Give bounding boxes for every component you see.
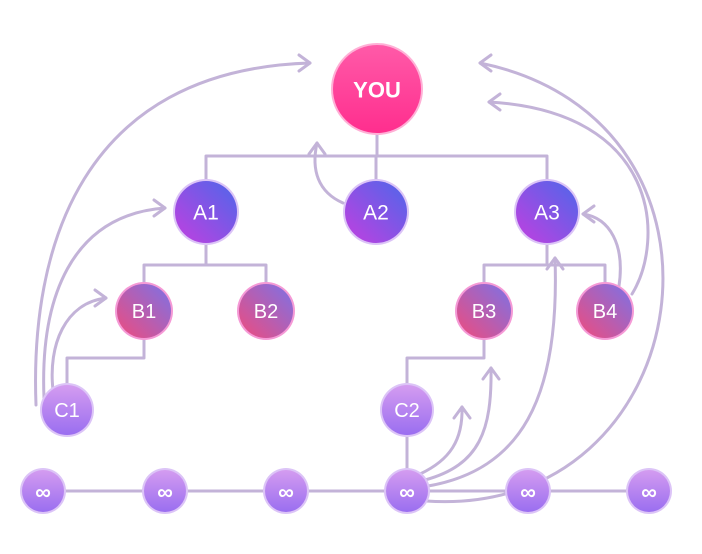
node-label: B1 [132, 301, 156, 323]
node-label: YOU [353, 78, 401, 103]
node-b1[interactable]: B1 [115, 282, 173, 340]
infinity-icon: ∞ [35, 480, 51, 505]
node-c2[interactable]: C2 [380, 383, 434, 437]
node-inf2[interactable]: ∞ [142, 468, 188, 514]
arrowhead-icon-c1-b1 [93, 288, 108, 308]
tree-edge-a3-b3 [482, 241, 549, 286]
node-a2[interactable]: A2 [343, 179, 409, 245]
node-a1[interactable]: A1 [173, 179, 239, 245]
arrowhead-icon-inf4-a3 [545, 256, 565, 271]
referral-arrow-inf4-c2 [418, 405, 464, 476]
node-circle [117, 284, 171, 338]
node-a3[interactable]: A3 [514, 179, 580, 245]
node-label: C2 [394, 400, 420, 422]
node-b3[interactable]: B3 [455, 282, 513, 340]
arrowhead-icon-c1-you [297, 53, 312, 73]
node-label: A3 [534, 202, 560, 225]
infinity-icon: ∞ [399, 480, 415, 505]
referral-arrow-c1-you [34, 61, 312, 407]
node-label: B4 [593, 301, 617, 323]
node-circle [144, 470, 186, 512]
node-inf5[interactable]: ∞ [505, 468, 551, 514]
node-label: A1 [193, 202, 219, 225]
arrowhead-icon-inf4-c2 [452, 405, 472, 420]
infinity-icon: ∞ [641, 480, 657, 505]
referral-arrow-b4-you [487, 100, 650, 296]
node-inf6[interactable]: ∞ [626, 468, 672, 514]
infinity-icon: ∞ [520, 480, 536, 505]
tree-edge-you-a3 [375, 131, 549, 183]
referral-arrow-inf4-a3 [426, 256, 557, 488]
node-label: C1 [54, 400, 80, 422]
referral-arrow-c1-a1 [42, 206, 167, 400]
referral-arrow-a2-you [313, 141, 345, 205]
referral-arrow-c1-b1 [50, 296, 108, 392]
arrowhead-icon-b4-a3 [581, 204, 596, 224]
arrowhead-icon-b4-you [487, 92, 502, 112]
arrowhead-icon-inf4-you [478, 53, 493, 73]
node-label: B3 [472, 301, 496, 323]
infinity-icon: ∞ [278, 480, 294, 505]
node-circle [382, 385, 432, 435]
referral-arrow-b4-a3 [581, 212, 622, 288]
tree-edge-a1-b2 [204, 241, 268, 286]
node-label: B2 [254, 301, 278, 323]
tree-edge-a1-b1 [142, 241, 208, 286]
node-you[interactable]: YOU [331, 43, 423, 135]
node-circle [265, 470, 307, 512]
node-circle [42, 385, 92, 435]
node-circle [457, 284, 511, 338]
referral-arrow-inf4-you [424, 61, 665, 504]
node-inf4[interactable]: ∞ [384, 468, 430, 514]
referral-arrow-inf4-b3 [423, 366, 493, 482]
arrowhead-icon-c1-a1 [152, 198, 167, 218]
tree-edge-b3-c2 [405, 336, 486, 387]
node-inf1[interactable]: ∞ [20, 468, 66, 514]
node-circle [578, 284, 632, 338]
arrowhead-icon-a2-you [307, 141, 327, 156]
node-circle [345, 181, 407, 243]
node-circle [239, 284, 293, 338]
node-circle [333, 45, 421, 133]
node-circle [507, 470, 549, 512]
infinity-icon: ∞ [157, 480, 173, 505]
node-circle [22, 470, 64, 512]
node-circle [628, 470, 670, 512]
tree-edge-a3-b4 [545, 241, 607, 286]
arrowhead-icon-inf4-b3 [481, 366, 501, 381]
node-b4[interactable]: B4 [576, 282, 634, 340]
node-circle [175, 181, 237, 243]
node-inf3[interactable]: ∞ [263, 468, 309, 514]
tree-edge-b1-c1 [65, 336, 146, 387]
node-b2[interactable]: B2 [237, 282, 295, 340]
tree-edge-you-a1 [204, 131, 379, 183]
node-circle [386, 470, 428, 512]
node-circle [516, 181, 578, 243]
node-label: A2 [363, 202, 389, 225]
node-c1[interactable]: C1 [40, 383, 94, 437]
